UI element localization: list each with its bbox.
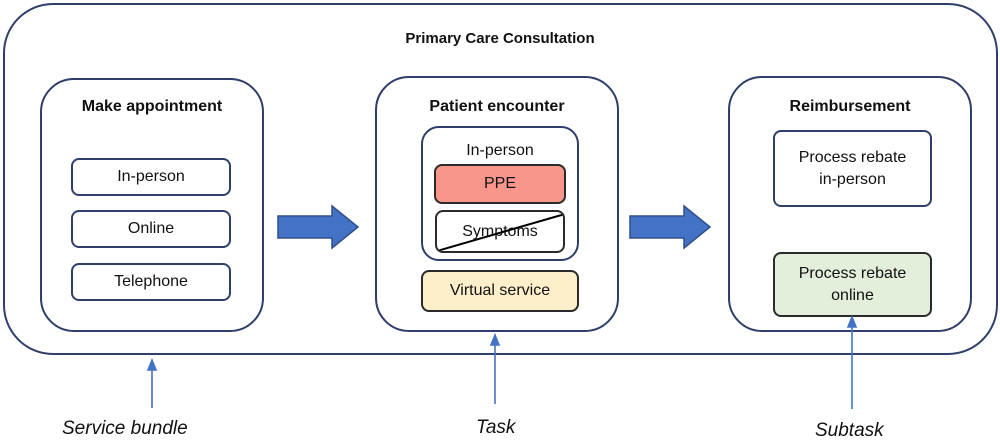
item-symptoms-crossed-out: Symptoms (435, 210, 565, 253)
item-telephone: Telephone (71, 263, 231, 301)
diagram-title: Primary Care Consultation (405, 30, 595, 47)
annotation-arrows (146, 314, 858, 409)
item-online: Online (71, 210, 231, 248)
primary-care-consultation-container (3, 3, 998, 355)
in-person-group-label: In-person (466, 142, 534, 159)
item-ppe: PPE (434, 164, 566, 204)
label-subtask: Subtask (815, 420, 884, 441)
item-virtual-service: Virtual service (421, 270, 579, 312)
item-process-rebate-online: Process rebate online (773, 252, 932, 317)
label-service-bundle: Service bundle (62, 418, 188, 439)
strikethrough-line (437, 213, 563, 251)
flow-arrow-icon (277, 204, 360, 250)
panel-title: Make appointment (81, 98, 223, 115)
item-process-rebate-in-person: Process rebate in-person (773, 130, 932, 207)
item-in-person: In-person (71, 158, 231, 196)
flow-arrow-icon (629, 204, 712, 250)
label-task: Task (476, 417, 516, 438)
panel-title: Reimbursement (789, 98, 911, 115)
panel-title: Patient encounter (429, 98, 565, 115)
